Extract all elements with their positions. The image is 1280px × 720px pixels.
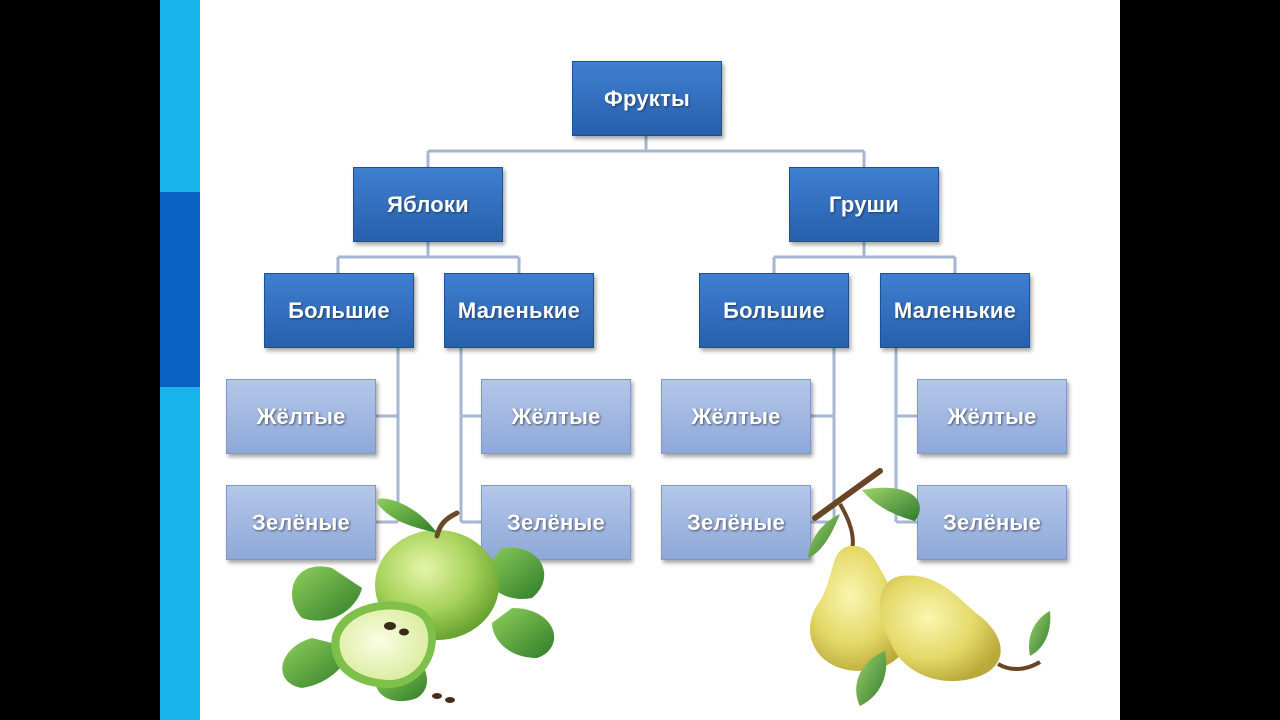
node-apples: Яблоки xyxy=(353,167,503,242)
node-apples-big: Большие xyxy=(264,273,414,348)
leaf-pears-big-green: Зелёные xyxy=(661,485,811,560)
leaf-pears-small-green: Зелёные xyxy=(917,485,1067,560)
leaf-pears-big-yellow: Жёлтые xyxy=(661,379,811,454)
node-apples-small: Маленькие xyxy=(444,273,594,348)
leaf-apples-big-yellow: Жёлтые xyxy=(226,379,376,454)
leaf-apples-small-green: Зелёные xyxy=(481,485,631,560)
green-apple-icon xyxy=(282,498,555,703)
tree-connectors xyxy=(336,136,957,524)
pears-icon xyxy=(808,468,1051,706)
leaf-apples-small-yellow: Жёлтые xyxy=(481,379,631,454)
node-pears: Груши xyxy=(789,167,939,242)
node-pears-small: Маленькие xyxy=(880,273,1030,348)
leaf-pears-small-yellow: Жёлтые xyxy=(917,379,1067,454)
slide: Фрукты Яблоки Груши Большие Маленькие Бо… xyxy=(160,0,1120,720)
node-root: Фрукты xyxy=(572,61,722,136)
leaf-apples-big-green: Зелёные xyxy=(226,485,376,560)
node-pears-big: Большие xyxy=(699,273,849,348)
accent-bar-segment xyxy=(160,192,200,387)
